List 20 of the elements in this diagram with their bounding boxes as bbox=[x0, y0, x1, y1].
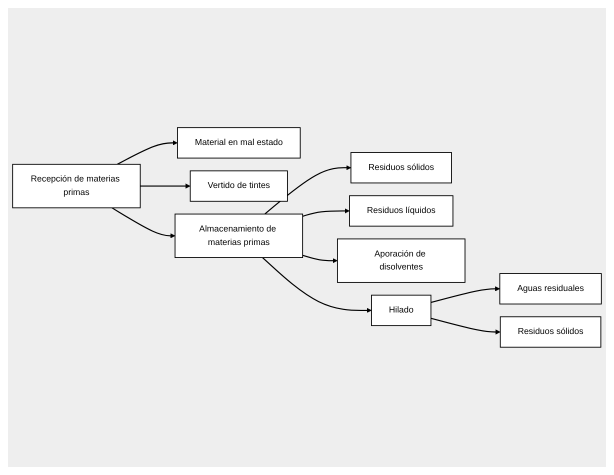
arrow bbox=[430, 286, 500, 304]
node-box bbox=[12, 164, 141, 208]
node-box bbox=[350, 152, 452, 184]
node-box bbox=[349, 195, 454, 227]
arrow bbox=[262, 257, 372, 313]
arrow bbox=[302, 254, 338, 264]
node-box bbox=[371, 294, 432, 326]
node-box bbox=[500, 316, 602, 348]
node-box bbox=[174, 214, 304, 258]
node-box bbox=[190, 170, 288, 202]
arrow bbox=[140, 184, 190, 189]
node-box bbox=[499, 273, 602, 304]
arrow bbox=[112, 207, 176, 238]
arrow bbox=[117, 140, 178, 165]
node-box bbox=[337, 238, 466, 283]
arrow bbox=[264, 165, 352, 215]
node-box bbox=[177, 127, 301, 159]
arrow bbox=[302, 208, 350, 217]
flowchart-drawing: Recepción de materias primas Material en mal estado Vertido de tintes Almacenamiento de materias primas Residuos sólidos Residuos líquidos Aporación de disolventes Hilado Aguas residuales Residuos sólidos bbox=[8, 123, 606, 352]
arrow bbox=[430, 318, 501, 335]
